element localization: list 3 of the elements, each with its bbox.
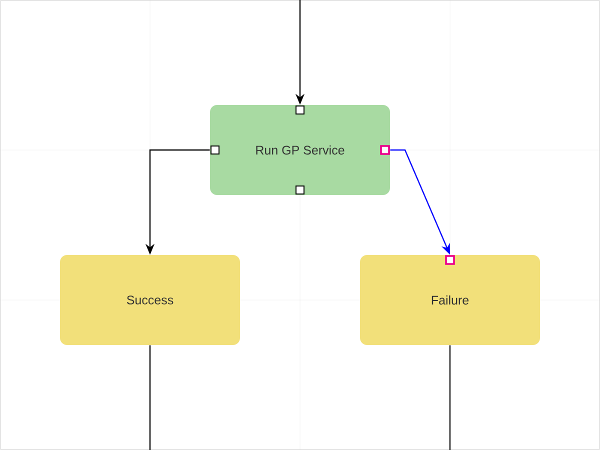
process-box: Failure: [360, 255, 540, 345]
process-box: Run GP Service: [210, 105, 390, 195]
process-box: Success: [60, 255, 240, 345]
